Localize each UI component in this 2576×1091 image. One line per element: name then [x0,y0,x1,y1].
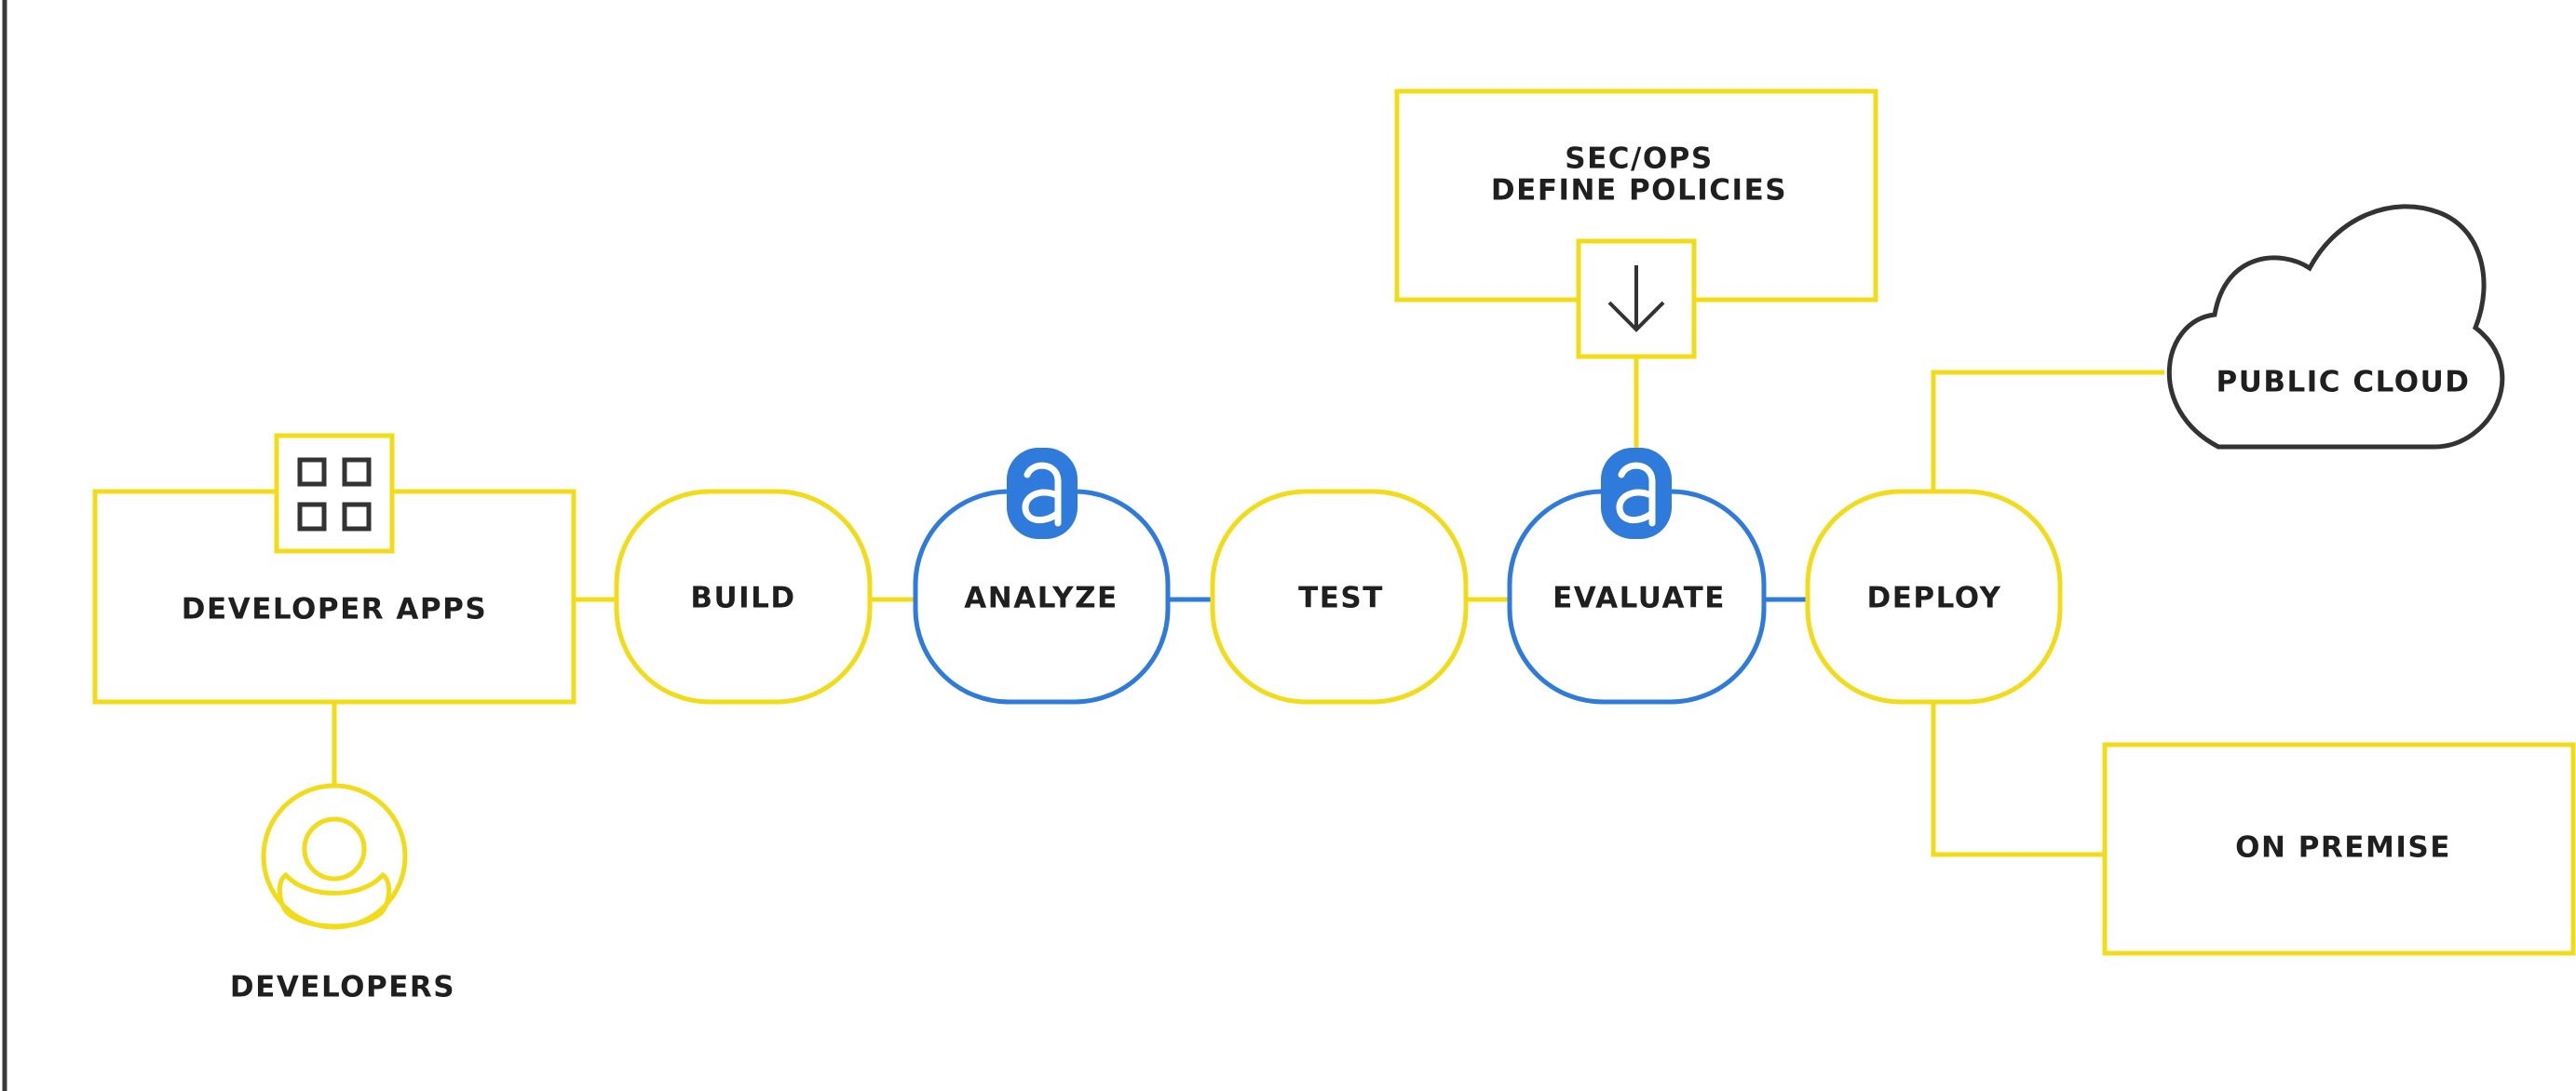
deploy-label: DEPLOY [1867,582,2002,615]
connector-deploy-premise [1931,702,2105,857]
connectors [332,357,2164,857]
public-cloud-label: PUBLIC CLOUD [2216,366,2470,399]
arrow-down-icon [1576,238,1697,359]
anchore-logo-icon [1601,448,1672,539]
evaluate-label: EVALUATE [1552,582,1726,615]
developers-node: DEVELOPERS [230,783,455,1004]
analyze-label: ANALYZE [964,582,1118,615]
secops-node: SEC/OPS DEFINE POLICIES [1394,88,1878,359]
on-premise-box [2102,742,2576,956]
developer-apps-label: DEVELOPER APPS [182,593,487,626]
build-node: BUILD [614,489,873,705]
on-premise-label: ON PREMISE [2235,831,2451,865]
evaluate-node: EVALUATE [1507,448,1767,705]
connector-deploy-cloud [1931,370,2164,492]
on-premise-node: ON PREMISE [2102,742,2576,956]
cloud-icon [2166,204,2505,450]
test-label: TEST [1298,582,1384,615]
build-label: BUILD [690,582,795,615]
build-shape [614,489,873,705]
public-cloud-node: PUBLIC CLOUD [2166,204,2505,450]
user-icon [261,783,408,930]
anchore-logo-icon [1007,448,1078,539]
analyze-node: ANALYZE [913,448,1171,705]
deploy-node: DEPLOY [1805,489,2063,705]
test-shape [1210,489,1469,705]
deploy-shape [1805,489,2063,705]
grid-icon [274,433,395,554]
test-node: TEST [1210,489,1469,705]
developer-apps-node: DEVELOPER APPS [92,433,576,705]
secops-label-line2: DEFINE POLICIES [1491,174,1787,208]
secops-label-line1: SEC/OPS [1565,142,1713,176]
developers-label: DEVELOPERS [230,971,455,1004]
